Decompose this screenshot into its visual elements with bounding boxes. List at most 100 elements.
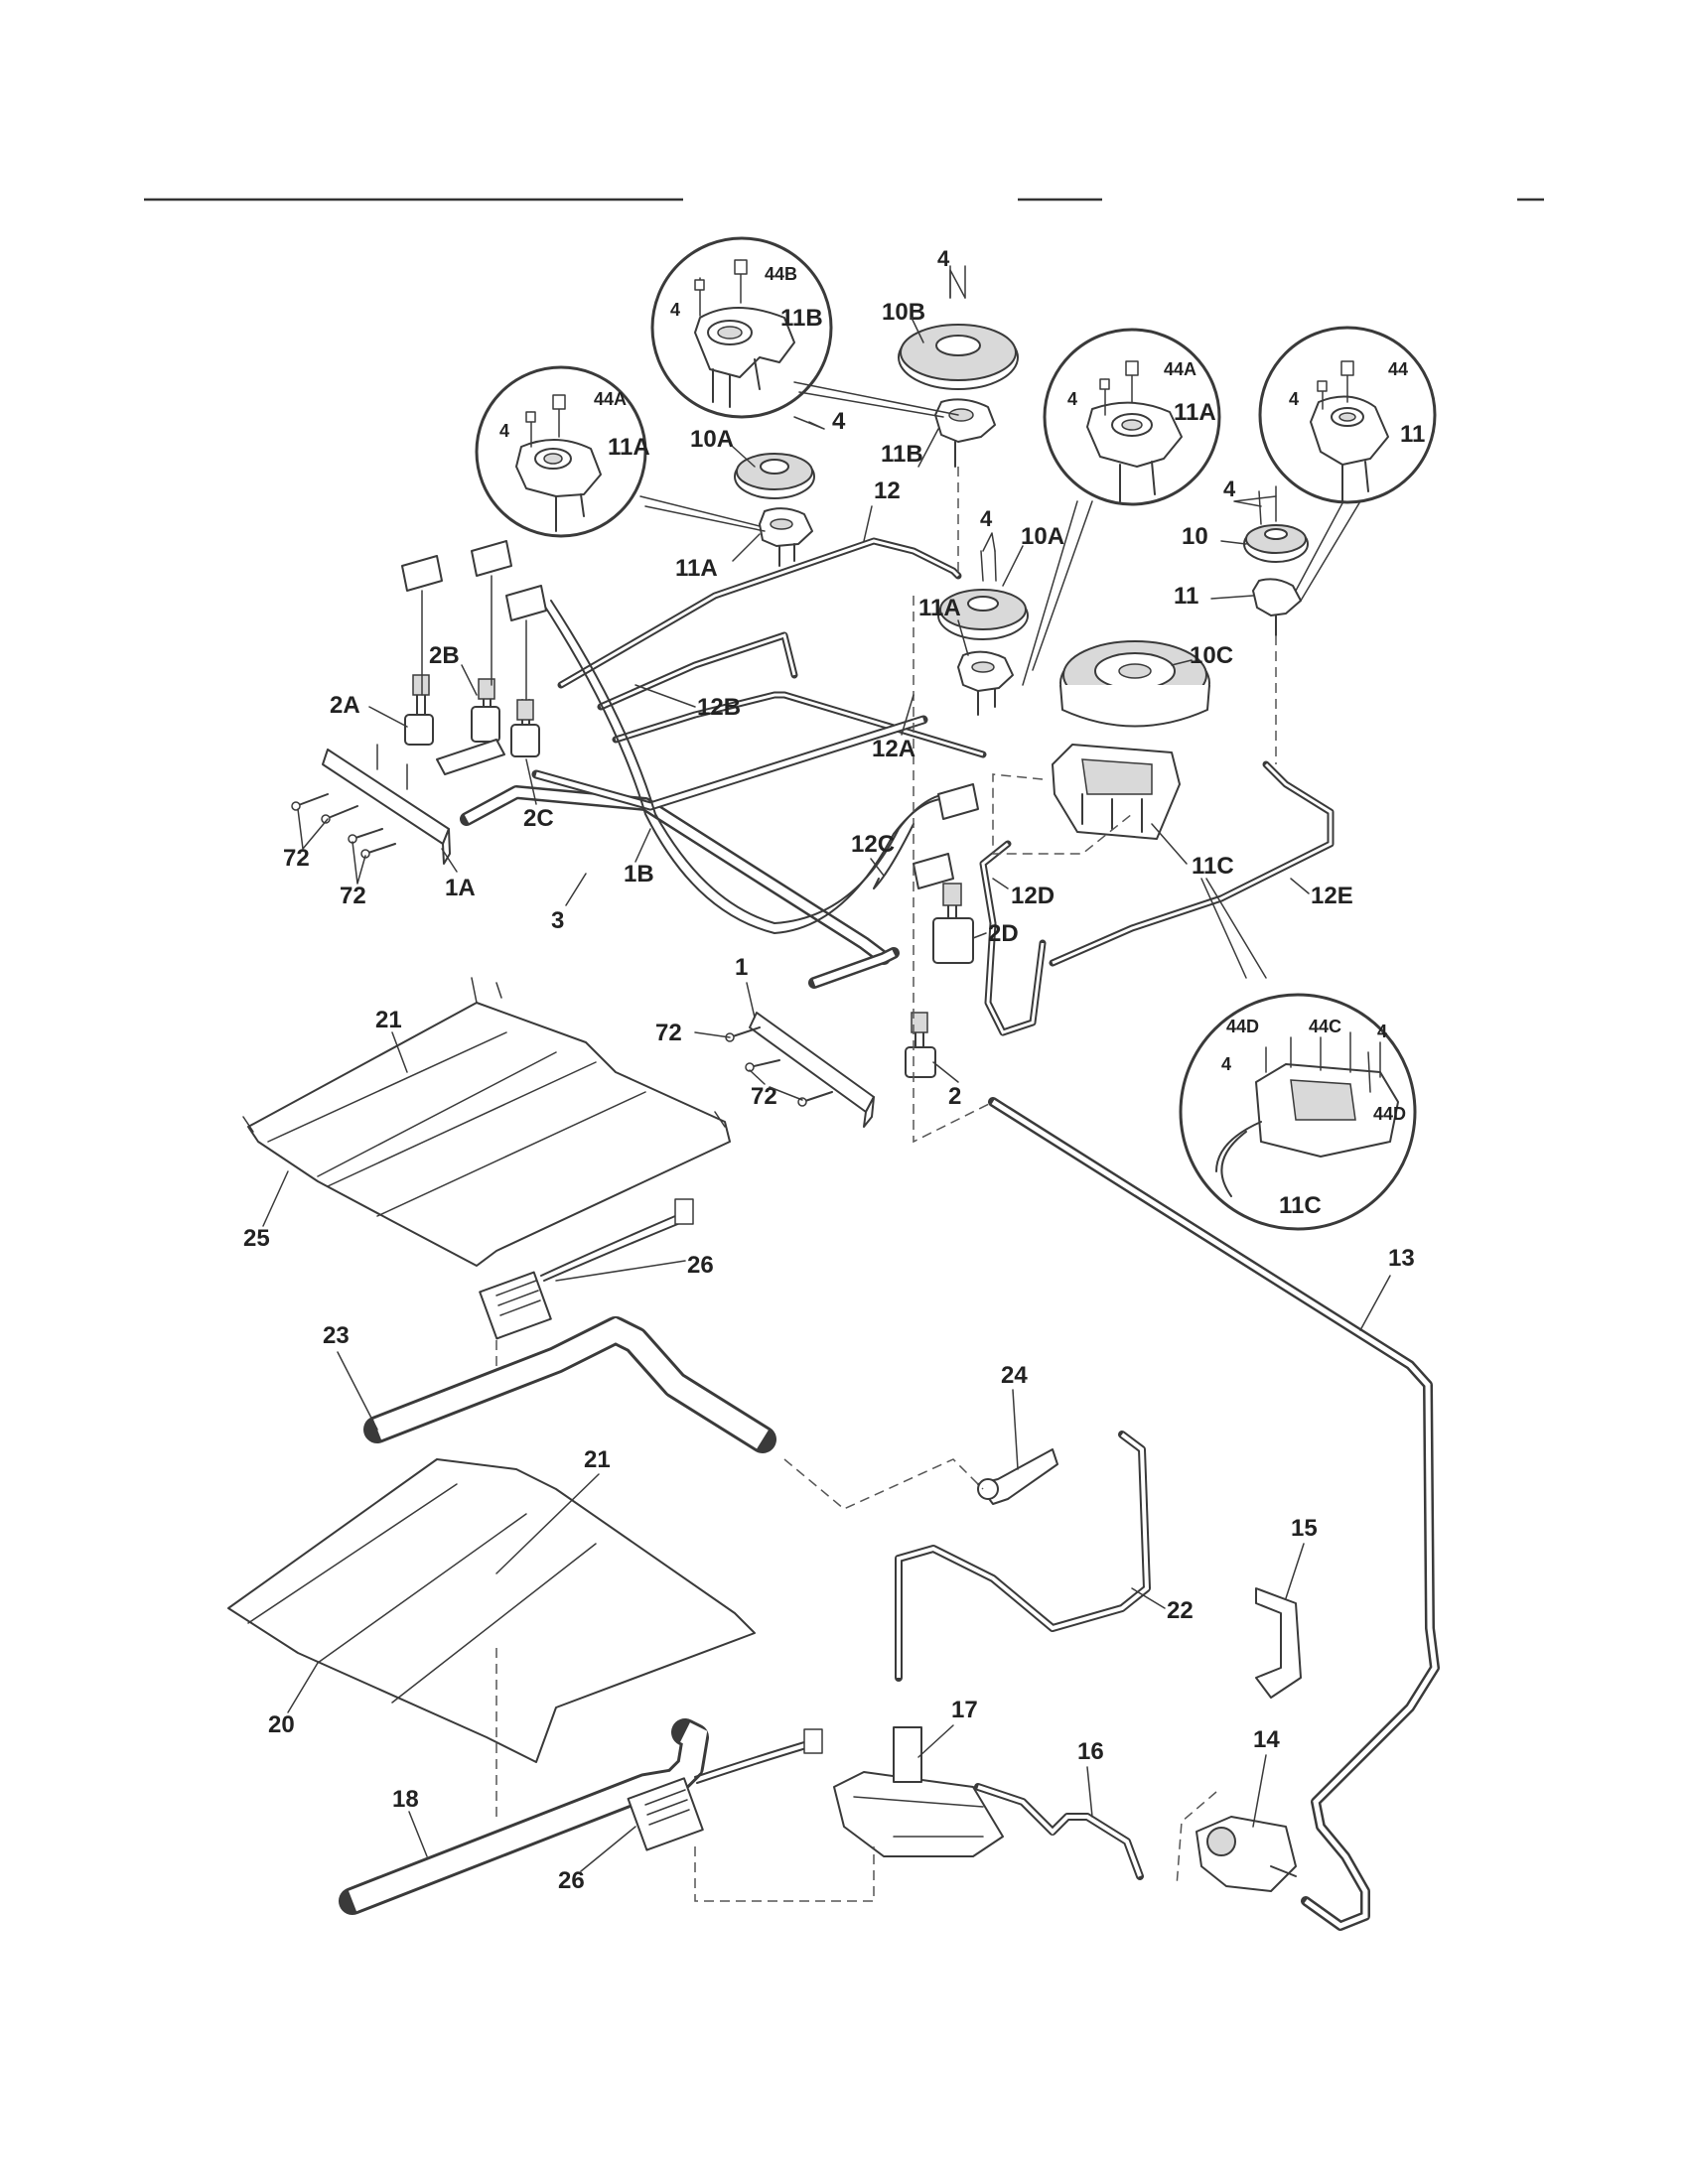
screws-72 — [291, 793, 833, 1107]
igniter-26-bottom — [627, 1728, 823, 1851]
callout-2d: 2D — [988, 920, 1019, 947]
callout-10: 10 — [1182, 523, 1208, 550]
callout-44a: 44A — [594, 389, 627, 409]
valve-2b — [436, 678, 505, 775]
callout-44d: 44D — [1373, 1104, 1406, 1124]
burner-head-10a-mid — [734, 453, 815, 499]
callout-4: 4 — [1223, 477, 1236, 501]
callout-24: 24 — [1001, 1362, 1028, 1389]
gas-tubing — [339, 537, 1440, 1931]
callout-1a: 1A — [445, 875, 476, 901]
burner-base-11a-left — [759, 507, 813, 567]
callout-4: 4 — [1377, 1022, 1387, 1041]
callout-4: 4 — [937, 246, 950, 271]
callout-20: 20 — [268, 1711, 295, 1738]
detail-circle-11c — [1179, 993, 1417, 1231]
leader-lines — [262, 269, 1391, 1872]
callout-4: 4 — [670, 300, 680, 320]
safety-valve-17 — [833, 1726, 1004, 1857]
callout-labels: 4 44B 4 11B 10B 44A 4 11A 10A 4 11B 11A … — [243, 246, 1425, 1894]
callout-4: 4 — [832, 408, 846, 435]
burner-base-11c — [1052, 744, 1181, 840]
burner-head-10c — [1059, 640, 1210, 728]
spark-wire-harness — [540, 600, 959, 934]
valve-2a — [404, 674, 434, 746]
callout-2a: 2A — [330, 692, 360, 719]
callout-72: 72 — [340, 883, 366, 909]
callout-72: 72 — [751, 1083, 777, 1110]
callout-12e: 12E — [1311, 883, 1353, 909]
callout-23: 23 — [323, 1322, 350, 1349]
detail-circle-11b — [650, 236, 833, 419]
callout-12a: 12A — [872, 736, 915, 762]
valve-bracket-1a — [322, 744, 451, 865]
callout-17: 17 — [951, 1697, 978, 1723]
burner-base-11b — [934, 398, 996, 468]
detail-circle-11a-left — [475, 365, 647, 538]
callout-10a: 10A — [690, 426, 734, 453]
callout-44c: 44C — [1309, 1017, 1341, 1036]
orifice-holder-24 — [977, 1448, 1058, 1505]
callout-10a: 10A — [1021, 523, 1064, 550]
callout-11b: 11B — [881, 441, 923, 468]
callout-72: 72 — [283, 845, 310, 872]
burner-head-10b — [898, 265, 1019, 390]
callout-26: 26 — [558, 1867, 585, 1894]
detail-circle-11 — [1258, 326, 1437, 504]
callout-11c: 11C — [1192, 853, 1234, 880]
pressure-regulator-14 — [1196, 1816, 1297, 1892]
burner-baffle-20 — [227, 1458, 756, 1763]
callout-11: 11 — [1400, 421, 1425, 448]
alignment-lines — [495, 467, 1277, 1902]
callout-15: 15 — [1291, 1515, 1318, 1542]
callout-10b: 10B — [882, 299, 925, 326]
burner-head-10 — [1243, 485, 1309, 563]
callout-3: 3 — [551, 907, 564, 934]
callout-11a: 11A — [675, 555, 718, 582]
callout-11a: 11A — [1174, 399, 1216, 426]
callout-2: 2 — [948, 1083, 961, 1110]
callout-2c: 2C — [523, 805, 554, 832]
igniter-26-top — [479, 1198, 694, 1340]
callout-11a: 11A — [608, 434, 650, 461]
callout-44d: 44D — [1226, 1017, 1259, 1036]
burner-base-11a-right — [957, 650, 1014, 716]
burner-base-11 — [1252, 578, 1302, 636]
callout-12d: 12D — [1011, 883, 1055, 909]
callout-2b: 2B — [429, 642, 460, 669]
callout-4: 4 — [980, 506, 993, 531]
callout-21: 21 — [584, 1446, 611, 1473]
burner-baffle-25 — [242, 977, 731, 1267]
callout-26: 26 — [687, 1252, 714, 1279]
callout-44b: 44B — [765, 264, 797, 284]
callout-11: 11 — [1174, 583, 1198, 610]
callout-1b: 1B — [624, 861, 654, 887]
callout-4: 4 — [1221, 1054, 1231, 1074]
callout-11c: 11C — [1279, 1192, 1322, 1219]
callout-72: 72 — [655, 1020, 682, 1046]
callout-44: 44 — [1388, 359, 1408, 379]
bracket-15 — [1255, 1587, 1302, 1699]
callout-22: 22 — [1167, 1597, 1194, 1624]
igniter-switch-blocks — [401, 540, 979, 889]
callout-12c: 12C — [851, 831, 895, 858]
callout-1: 1 — [735, 954, 748, 981]
callout-4: 4 — [499, 421, 509, 441]
callout-10c: 10C — [1190, 642, 1233, 669]
valve-2 — [905, 1012, 936, 1078]
callout-4: 4 — [1067, 389, 1077, 409]
callout-13: 13 — [1388, 1245, 1415, 1272]
valve-2c — [510, 699, 540, 757]
callout-25: 25 — [243, 1225, 270, 1252]
callout-14: 14 — [1253, 1726, 1280, 1753]
callout-11b: 11B — [780, 305, 823, 332]
callout-12b: 12B — [697, 694, 741, 721]
valve-2d — [932, 883, 974, 964]
callout-11a: 11A — [918, 595, 961, 621]
callout-12: 12 — [874, 478, 901, 504]
callout-18: 18 — [392, 1786, 419, 1813]
detail-circle-11a-right — [1043, 328, 1221, 506]
callout-4: 4 — [1289, 389, 1299, 409]
callout-16: 16 — [1077, 1738, 1104, 1765]
